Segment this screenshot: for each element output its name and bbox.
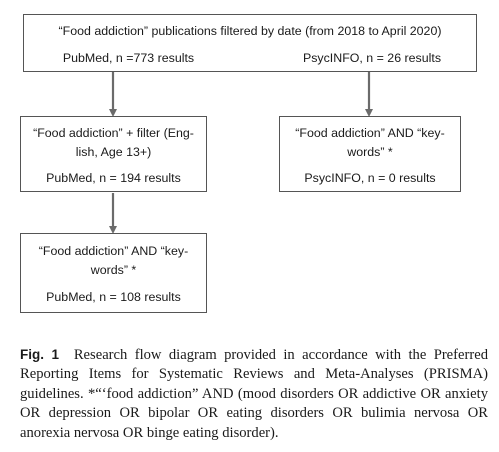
box-english-age-filter-line2: lish, Age 13+) [75, 145, 152, 159]
figure-label: Fig. 1 [20, 347, 60, 362]
box-psycinfo-keywords-line1: “Food addiction” AND “key- [295, 126, 445, 140]
box-pubmed-keywords-line2: words” * [90, 263, 137, 277]
figure-caption: Fig. 1 Research flow diagram provided in… [20, 345, 488, 443]
box-english-age-filter-result: PubMed, n = 194 results [46, 171, 181, 185]
box-pubmed-keywords-line1: “Food addiction” AND “key- [38, 244, 189, 258]
box-pubmed-keywords-result: PubMed, n = 108 results [46, 290, 181, 304]
box-english-age-filter: “Food addiction” + filter (Eng- lish, Ag… [20, 116, 207, 192]
box-date-filter-psycinfo-count: PsycINFO, n = 26 results [302, 51, 442, 65]
box-psycinfo-keywords: “Food addiction” AND “key- words” * Psyc… [279, 116, 461, 192]
box-date-filter-title: “Food addiction” publications filtered b… [58, 24, 442, 38]
flow-arrows [109, 72, 373, 234]
figure-caption-text: Research flow diagram provided in accord… [20, 347, 488, 441]
box-psycinfo-keywords-line2: words” * [347, 145, 393, 159]
box-date-filter-pubmed-count: PubMed, n =773 results [62, 51, 195, 65]
box-pubmed-keywords: “Food addiction” AND “key- words” * PubM… [20, 233, 207, 313]
box-psycinfo-keywords-result: PsycINFO, n = 0 results [304, 171, 436, 185]
box-english-age-filter-line1: “Food addiction” + filter (Eng- [33, 126, 194, 140]
box-date-filter: “Food addiction” publications filtered b… [23, 14, 477, 72]
